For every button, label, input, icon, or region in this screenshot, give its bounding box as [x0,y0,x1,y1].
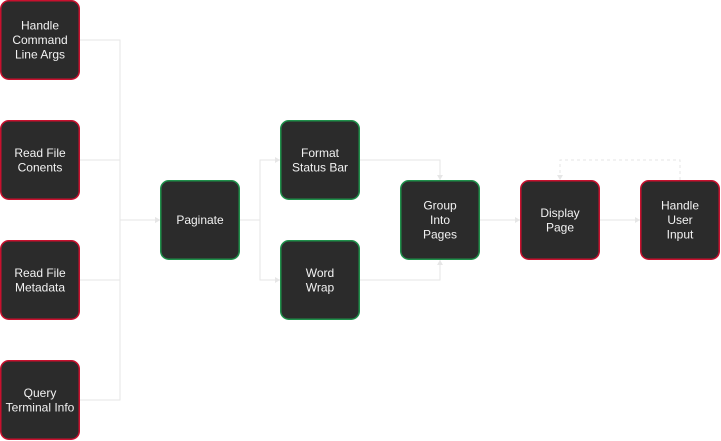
arrowhead [437,260,443,265]
edge-line [80,219,160,401]
edge-group-pages-to-display-page [480,217,520,223]
edges-layer [80,39,681,401]
arrowhead [155,217,160,223]
node-box [160,180,240,260]
edge-read-contents-to-paginate [80,159,160,223]
edge-line [360,260,441,281]
edge-paginate-to-word-wrap [240,219,280,283]
arrowhead [557,175,563,180]
edge-line [80,159,160,221]
node-label-line: Handle [21,19,59,33]
node-label-line: Group [423,199,457,213]
edge-display-page-to-handle-input [600,217,640,223]
node-label-line: Pages [423,228,457,242]
node-label-line: Paginate [176,213,224,227]
node-label-line: Handle [661,199,699,213]
node-label-line: Conents [18,160,63,174]
node-box [520,180,600,260]
node-label-line: Status Bar [292,160,348,174]
node-label-line: Wrap [306,280,335,294]
node-label-line: Command [12,33,67,47]
node-box [280,120,360,200]
node-label-line: Page [546,220,574,234]
arrowhead [635,217,640,223]
node-label-line: Read File [14,266,66,280]
node-box [0,0,80,80]
node-label-line: Read File [14,146,66,160]
edge-paginate-to-format-status [240,157,280,221]
edge-handle-input-to-display-page [557,159,681,180]
edge-line [360,159,441,180]
node-box [400,180,480,260]
arrowhead [275,277,280,283]
node-label-line: Line Args [15,48,65,62]
node-label-line: User [667,213,692,227]
node-label-line: Query [24,386,57,400]
node-paginate: Paginate [160,180,240,260]
node-box [640,180,720,260]
node-label-line: Terminal Info [6,400,75,414]
node-box [0,360,80,440]
node-label-line: Input [667,228,694,242]
edge-line [240,219,280,281]
arrowhead [515,217,520,223]
node-box [280,240,360,320]
arrowhead [275,157,280,163]
node-box [0,120,80,200]
node-label-line: Into [430,213,450,227]
edge-query-terminal-to-paginate [80,217,160,401]
node-label-line: Metadata [15,280,65,294]
edge-format-status-to-group-pages [360,159,443,180]
node-label-line: Display [540,206,579,220]
node-label-line: Word [306,266,334,280]
node-box [0,240,80,320]
arrowhead [437,175,443,180]
edge-word-wrap-to-group-pages [360,260,443,281]
edge-line [240,159,280,221]
edge-line [559,159,681,180]
node-label-line: Format [301,146,340,160]
